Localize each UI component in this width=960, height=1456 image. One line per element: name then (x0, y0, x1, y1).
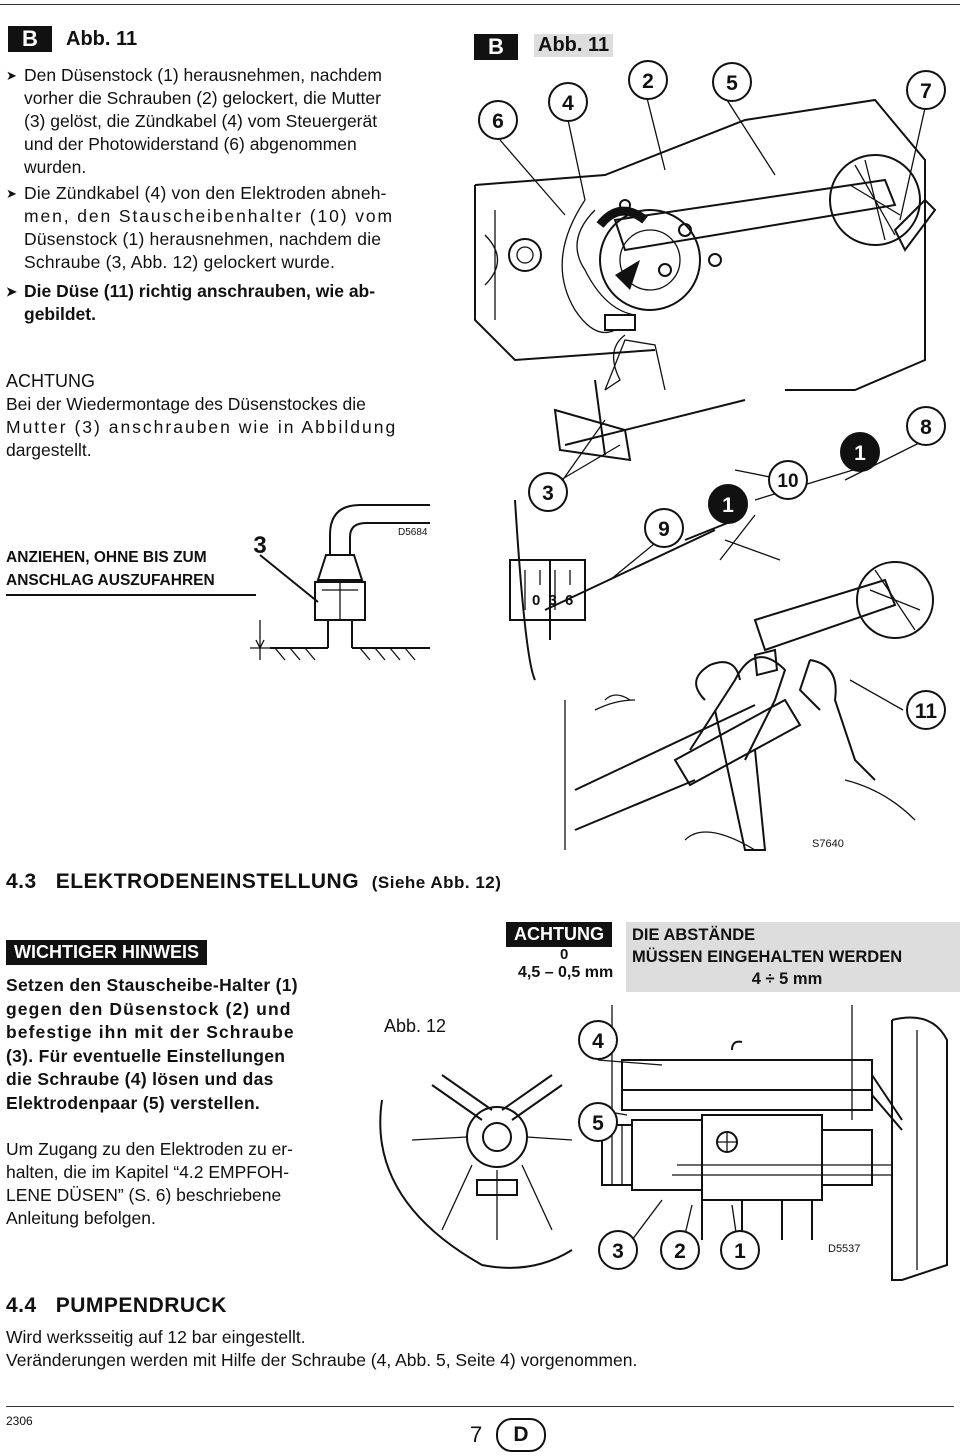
fig12-callout-2: 2 (660, 1230, 700, 1270)
figure-title: Abb. 11 (66, 28, 138, 50)
detail-label: ANZIEHEN, OHNE BIS ZUM ANSCHLAG AUSZUFAH… (6, 549, 215, 589)
callout-3: 3 (528, 472, 568, 512)
top-rule (0, 4, 960, 5)
footer-page-number: 7 (470, 1422, 483, 1447)
figure-badge-right: B (474, 34, 518, 60)
detail-callout-3: 3 (240, 526, 280, 566)
callout-11: 11 (906, 690, 946, 730)
dim-top: 0 (560, 946, 569, 963)
callout-5: 5 (712, 62, 752, 102)
fig12-callout-5: 5 (578, 1102, 618, 1142)
distance-note: DIE ABSTÄNDE MÜSSEN EINGEHALTEN WERDEN 4… (626, 922, 960, 992)
access-text: Um Zugang zu den Elektroden zu er- halte… (6, 1139, 293, 1228)
callout-7: 7 (906, 70, 946, 110)
callout-10: 10 (768, 460, 808, 500)
callout-9: 9 (644, 508, 684, 548)
instruction-1: Den Düsenstock (1) herausnehmen, nachdem… (6, 64, 446, 179)
section-44-heading: 4.4 PUMPENDRUCK (6, 1294, 227, 1317)
footer-doc-code: 2306 (6, 1414, 33, 1428)
callout-1-top: 1 (840, 432, 880, 472)
instruction-3: Die Düse (11) richtig anschrauben, wie a… (6, 280, 446, 326)
section-43-heading: 4.3 ELEKTRODENEINSTELLUNG (Siehe Abb. 12… (6, 870, 502, 893)
achtung-title: ACHTUNG (6, 371, 95, 391)
callout-2: 2 (628, 60, 668, 100)
callout-8: 8 (906, 406, 946, 446)
callout-6: 6 (478, 100, 518, 140)
section-44-text: Wird werksseitig auf 12 bar eingestellt.… (6, 1327, 638, 1370)
fig12-callout-4: 4 (578, 1020, 618, 1060)
nut-drawing (250, 504, 430, 661)
fig12-callout-1: 1 (720, 1230, 760, 1270)
dim-value: 4,5 – 0,5 mm (518, 964, 614, 981)
label-underline (6, 594, 256, 596)
footer-rule (6, 1406, 954, 1407)
scale-label: 0 3 6 (532, 592, 576, 609)
figure-12-drawing (379, 1005, 948, 1281)
figure-title-right: Abb. 11 (534, 34, 614, 57)
figure-badge: B (8, 26, 52, 52)
callout-4: 4 (548, 82, 588, 122)
fig12-callout-3: 3 (598, 1230, 638, 1270)
achtung-block: ACHTUNG Bei der Wiedermontage des Düsens… (6, 370, 446, 462)
figure-11-drawing (474, 97, 937, 851)
callout-1-bottom: 1 (708, 484, 748, 524)
detail-code: D5684 (398, 527, 428, 538)
instruction-2: Die Zündkabel (4) von den Elektroden abn… (6, 182, 446, 274)
footer-language-badge: D (496, 1418, 546, 1452)
figure12-code: D5537 (828, 1243, 861, 1255)
figure-12-achtung: ACHTUNG (506, 922, 612, 947)
figure-12-title: Abb. 12 (384, 1016, 447, 1036)
hint-text: Setzen den Stauscheibe-Halter (1) gegen … (6, 975, 298, 1113)
figure11-code: S7640 (812, 838, 844, 850)
instruction-list: Den Düsenstock (1) herausnehmen, nachdem… (6, 64, 446, 326)
important-hint-label: WICHTIGER HINWEIS (6, 940, 207, 965)
